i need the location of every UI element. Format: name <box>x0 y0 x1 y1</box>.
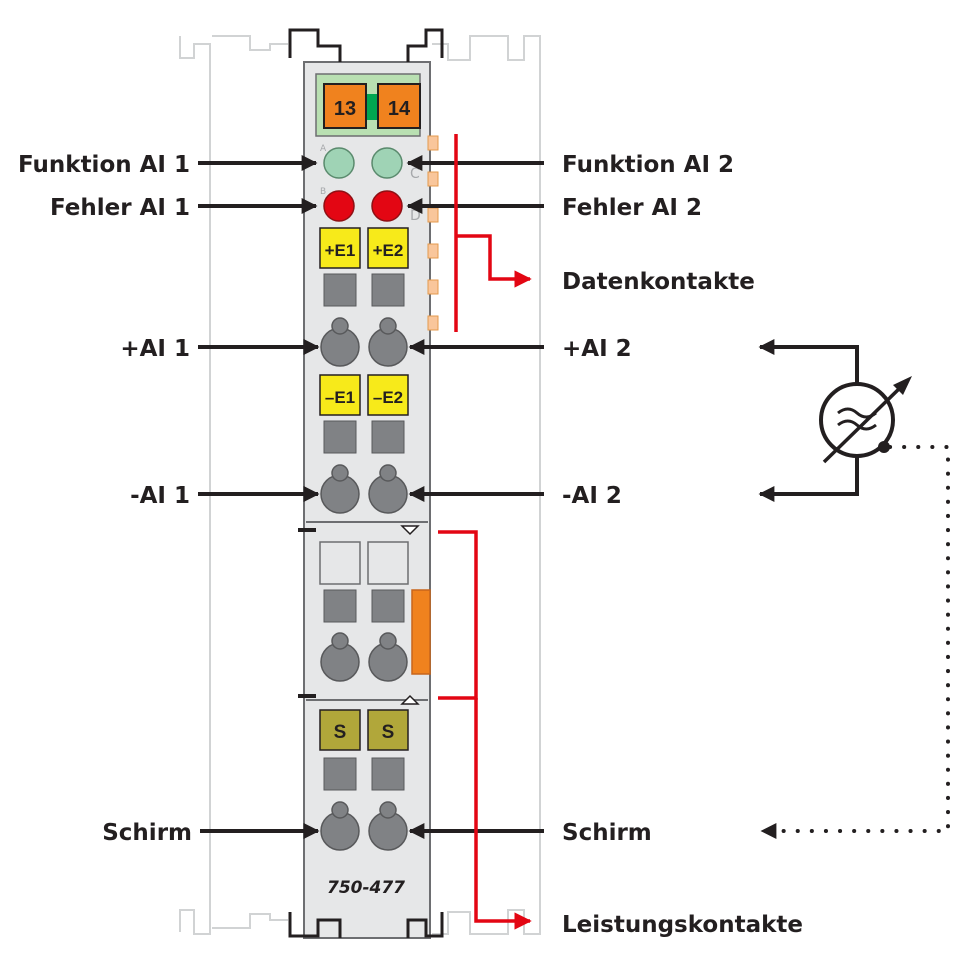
terminal-minus-e2: –E2 <box>373 388 403 407</box>
connector-13 <box>323 83 367 129</box>
sensor-circuit <box>758 339 950 839</box>
led-letter-a: A <box>320 144 327 154</box>
label-fehler-ai2: Fehler AI 2 <box>562 195 702 221</box>
label-datenkontakte: Datenkontakte <box>562 269 755 295</box>
connector-14 <box>377 83 421 129</box>
terminal-s-left: S <box>334 722 347 743</box>
status-leds: A C B D <box>320 144 421 224</box>
power-contact-slider <box>411 589 431 675</box>
led-letter-b: B <box>320 187 326 197</box>
label-minus-ai2: -AI 2 <box>562 483 622 509</box>
power-contact-clips <box>400 525 420 705</box>
label-schirm-left: Schirm <box>102 820 192 846</box>
plug-connector: 13 14 <box>323 83 421 129</box>
release-buttons <box>323 273 405 791</box>
label-funktion-ai1: Funktion AI 1 <box>18 152 190 178</box>
led-letter-c: C <box>410 166 420 182</box>
led-fehler-ai2 <box>371 190 403 222</box>
wire-clamps <box>320 317 408 851</box>
led-fehler-ai1 <box>323 190 355 222</box>
data-contacts <box>427 135 439 331</box>
terminal-s-right: S <box>382 722 395 743</box>
label-fehler-ai1: Fehler AI 1 <box>50 195 190 221</box>
terminal-minus-e1: –E1 <box>325 388 355 407</box>
connector-14-label: 14 <box>388 98 411 120</box>
leistungskontakte-bracket <box>438 530 532 930</box>
led-funktion-ai1 <box>323 147 355 179</box>
datenkontakte-bracket <box>454 134 532 332</box>
label-plus-ai1: +AI 1 <box>120 336 190 362</box>
neighbor-module-right <box>432 35 541 935</box>
left-arrows <box>198 155 320 839</box>
connector-13-label: 13 <box>334 98 356 120</box>
led-funktion-ai2 <box>371 147 403 179</box>
terminal-plus-e1: +E1 <box>325 241 356 260</box>
label-funktion-ai2: Funktion AI 2 <box>562 152 734 178</box>
terminal-markers: +E1 +E2 –E1 –E2 S S <box>319 227 409 751</box>
ground-dot-icon <box>878 441 890 453</box>
right-arrows <box>406 155 544 839</box>
label-leistungskontakte: Leistungskontakte <box>562 912 803 938</box>
variable-sensor-icon <box>819 376 912 464</box>
led-letter-d: D <box>410 208 421 224</box>
label-plus-ai2: +AI 2 <box>562 336 632 362</box>
model-number: 750-477 <box>327 878 405 898</box>
label-minus-ai1: -AI 1 <box>130 483 190 509</box>
label-schirm-right: Schirm <box>562 820 652 846</box>
terminal-plus-e2: +E2 <box>373 241 404 260</box>
neighbor-module-left <box>179 35 288 935</box>
